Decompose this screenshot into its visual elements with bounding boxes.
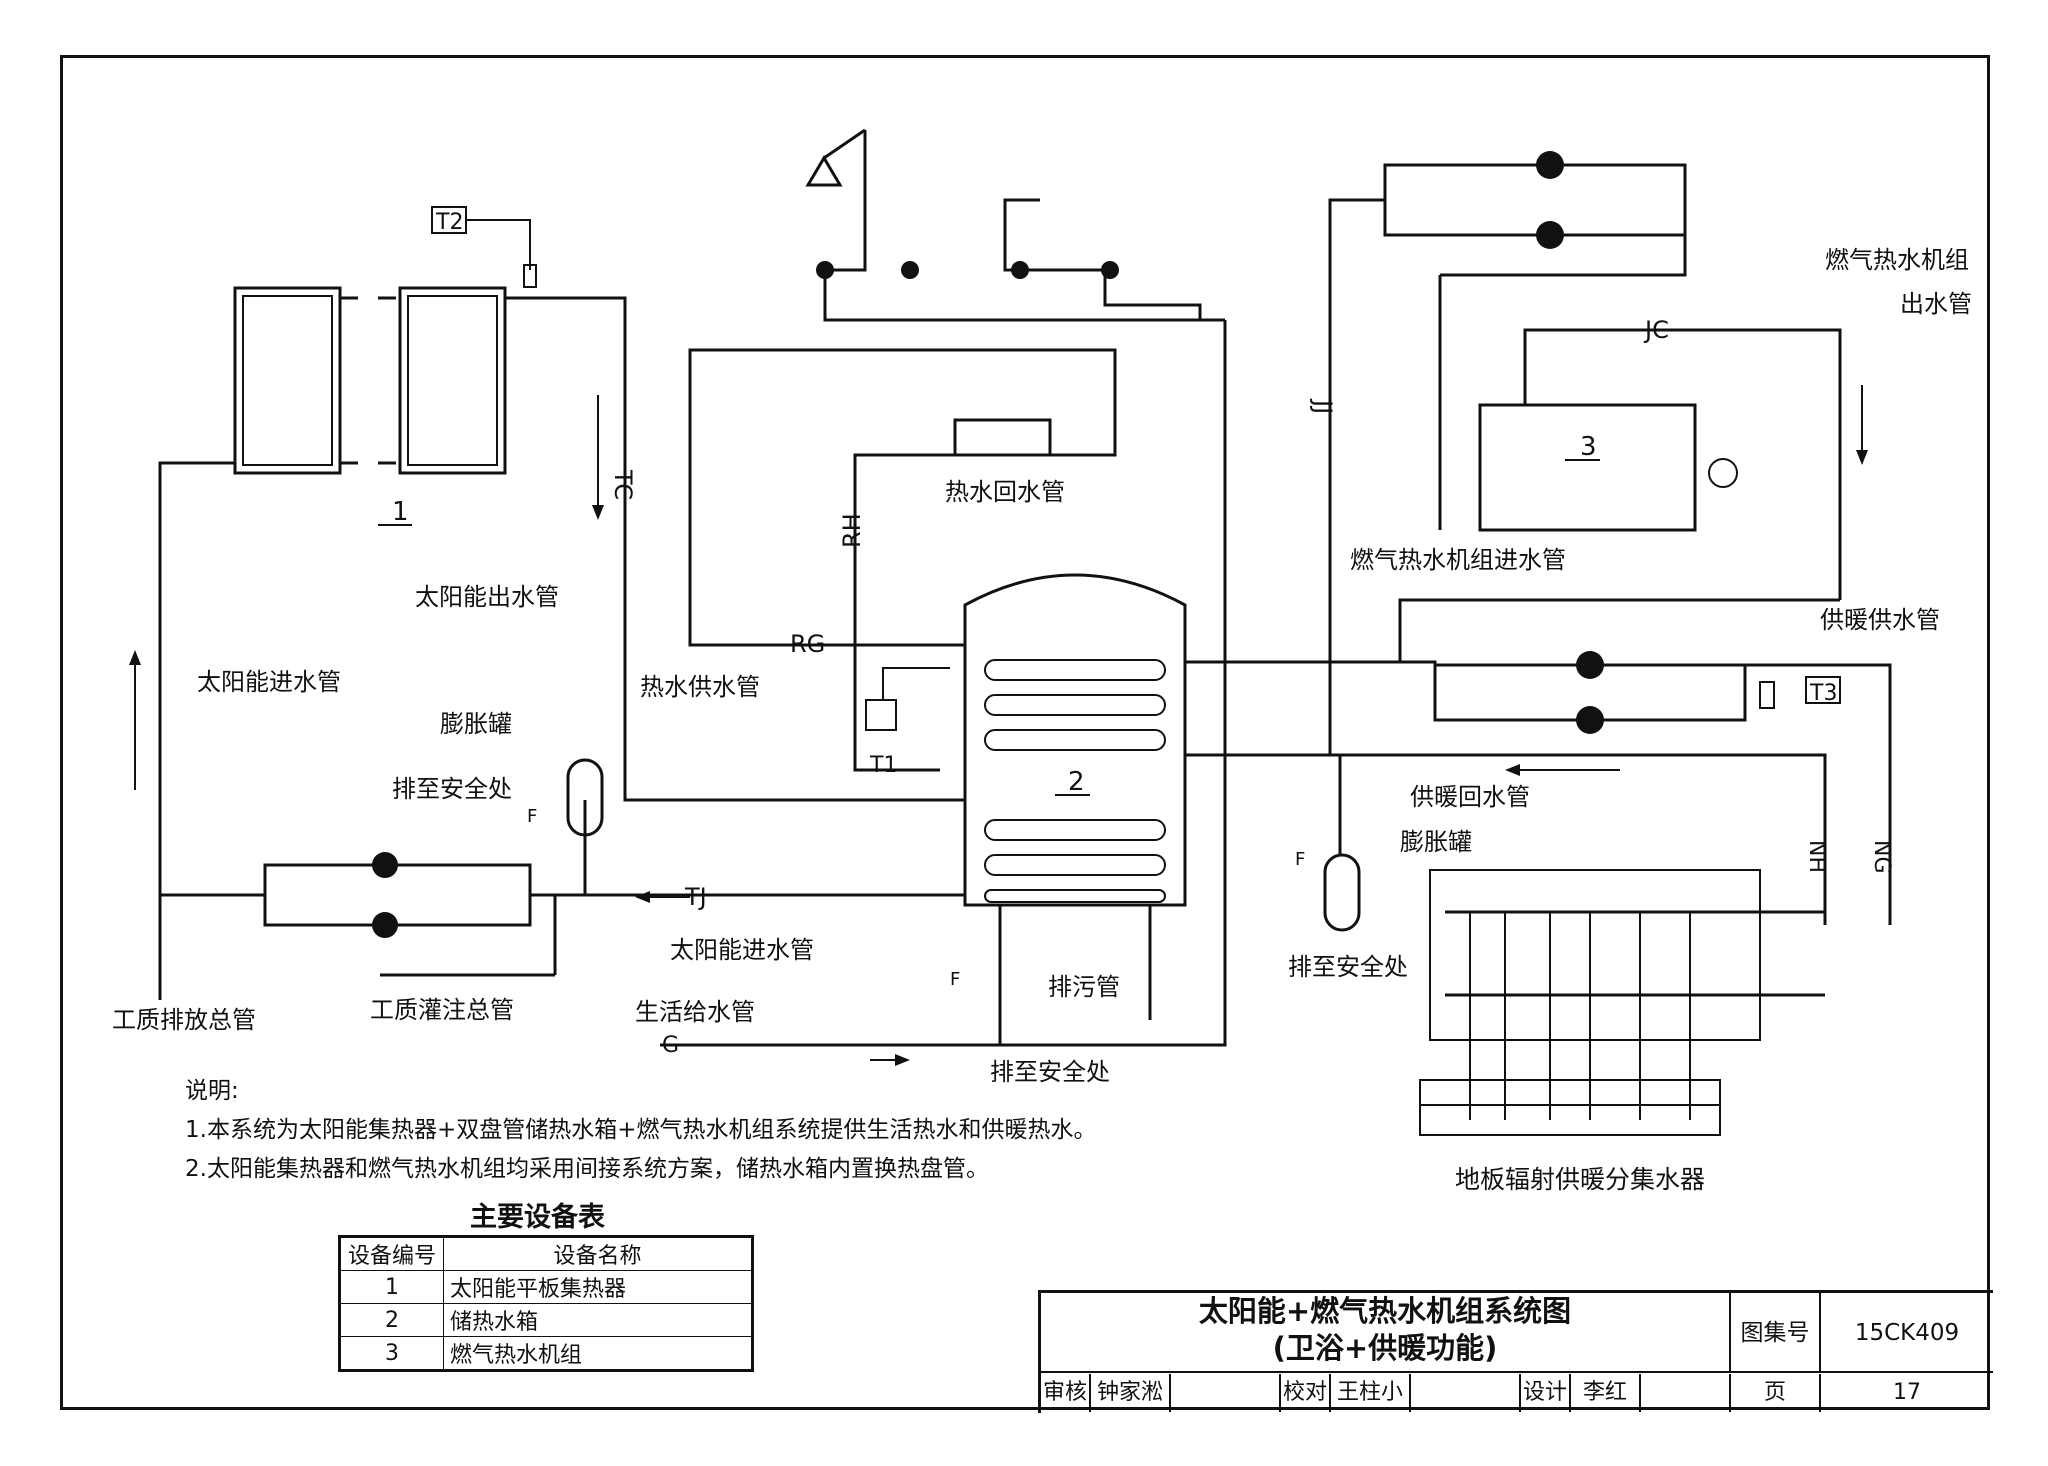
drawing-title: 太阳能+燃气热水机组系统图 (卫浴+供暖功能) xyxy=(1041,1293,1731,1373)
gas-water-heater xyxy=(1478,403,1697,532)
col-name-header: 设备名称 xyxy=(443,1236,753,1271)
storage-tank xyxy=(963,573,1187,907)
svg-text:T3: T3 xyxy=(1809,681,1837,706)
notes-heading: 说明: xyxy=(185,1078,239,1104)
expansion-tank-label-2: 膨胀罐 xyxy=(1400,828,1472,856)
eq2-label: 2 xyxy=(1068,767,1085,797)
solar-in-label: 太阳能进水管 xyxy=(197,668,341,696)
drain-safe-label-2: 排至安全处 xyxy=(1288,953,1408,981)
tj-label: TJ xyxy=(684,883,707,911)
col-no-header: 设备编号 xyxy=(339,1236,444,1271)
design-label: 设计 xyxy=(1521,1374,1571,1412)
page-number: 17 xyxy=(1893,1380,1921,1405)
floor-manifold-label: 地板辐射供暖分集水器 xyxy=(1455,1165,1705,1194)
designer: 李红 xyxy=(1571,1374,1641,1412)
svg-text:NH: NH xyxy=(1804,840,1829,873)
svg-text:G: G xyxy=(662,1033,679,1058)
designer-signature xyxy=(1641,1374,1731,1412)
checker-signature xyxy=(1411,1374,1521,1412)
review-label: 审核 xyxy=(1041,1374,1091,1412)
title-block: 太阳能+燃气热水机组系统图 (卫浴+供暖功能) 图集号 15CK409 审核 钟… xyxy=(1038,1290,1993,1413)
svg-text:F: F xyxy=(950,969,960,990)
heat-return-label: 供暖回水管 xyxy=(1410,783,1530,811)
atlas-label: 图集号 xyxy=(1731,1293,1821,1373)
reviewer-signature xyxy=(1171,1374,1281,1412)
rh-label: RH xyxy=(838,513,866,548)
fluid-fill-label: 工质灌注总管 xyxy=(370,996,514,1024)
heat-supply-label: 供暖供水管 xyxy=(1820,606,1940,634)
solar-collector-1 xyxy=(233,286,507,475)
equipment-table-title: 主要设备表 xyxy=(470,1202,605,1233)
fluid-drain-label: 工质排放总管 xyxy=(112,1006,256,1034)
notes-line-2: 2.太阳能集热器和燃气热水机组均采用间接系统方案，储热水箱内置换热盘管。 xyxy=(185,1156,989,1182)
reviewer: 钟家淞 xyxy=(1091,1374,1171,1412)
eq1-label: 1 xyxy=(392,497,409,527)
table-row: 3 燃气热水机组 xyxy=(339,1336,753,1371)
notes-line-1: 1.本系统为太阳能集热器+双盘管储热水箱+燃气热水机组系统提供生活热水和供暖热水… xyxy=(185,1117,1097,1143)
jc-label: JC xyxy=(1643,316,1669,344)
expansion-tank-right xyxy=(1323,853,1361,932)
eq3-label: 3 xyxy=(1580,432,1597,462)
equipment-table: 设备编号 设备名称 1 太阳能平板集热器 2 储热水箱 3 燃气热水机组 xyxy=(338,1235,754,1372)
svg-text:F: F xyxy=(527,806,537,827)
expansion-tank-label: 膨胀罐 xyxy=(440,710,512,738)
solar-out-label: 太阳能出水管 xyxy=(415,583,559,611)
hot-supply-label: 热水供水管 xyxy=(640,673,760,701)
drawing-frame xyxy=(60,55,1990,1410)
solar-in-label-2: 太阳能进水管 xyxy=(670,936,814,964)
table-header-row: 设备编号 设备名称 xyxy=(339,1236,753,1271)
rg-label: RG xyxy=(790,630,825,658)
jj-label: JJ xyxy=(1309,398,1337,414)
svg-text:T1: T1 xyxy=(869,753,897,778)
table-row: 2 储热水箱 xyxy=(339,1303,753,1337)
sewage-label: 排污管 xyxy=(1048,973,1120,1001)
gas-out-label-2: 出水管 xyxy=(1900,290,1972,318)
notes: 说明: 1.本系统为太阳能集热器+双盘管储热水箱+燃气热水机组系统提供生活热水和… xyxy=(185,1072,1097,1189)
domestic-water-label: 生活给水管 xyxy=(635,998,755,1026)
gas-out-label-1: 燃气热水机组 xyxy=(1825,246,1969,274)
t2-label: T2 xyxy=(435,210,463,235)
page-label: 页 xyxy=(1731,1374,1821,1412)
gas-in-label: 燃气热水机组进水管 xyxy=(1350,546,1566,574)
drain-safe-label-1: 排至安全处 xyxy=(392,775,512,803)
hot-return-label: 热水回水管 xyxy=(945,478,1065,506)
atlas-number: 15CK409 xyxy=(1821,1293,1993,1373)
svg-text:NG: NG xyxy=(1869,840,1894,874)
drain-safe-label-3: 排至安全处 xyxy=(990,1058,1110,1086)
floor-manifold xyxy=(1429,869,1761,1041)
svg-text:F: F xyxy=(1295,849,1305,870)
check-label: 校对 xyxy=(1281,1374,1331,1412)
tc-label: TC xyxy=(609,469,637,500)
expansion-tank-left xyxy=(566,758,604,837)
checker: 王柱小 xyxy=(1331,1374,1411,1412)
table-row: 1 太阳能平板集热器 xyxy=(339,1270,753,1304)
